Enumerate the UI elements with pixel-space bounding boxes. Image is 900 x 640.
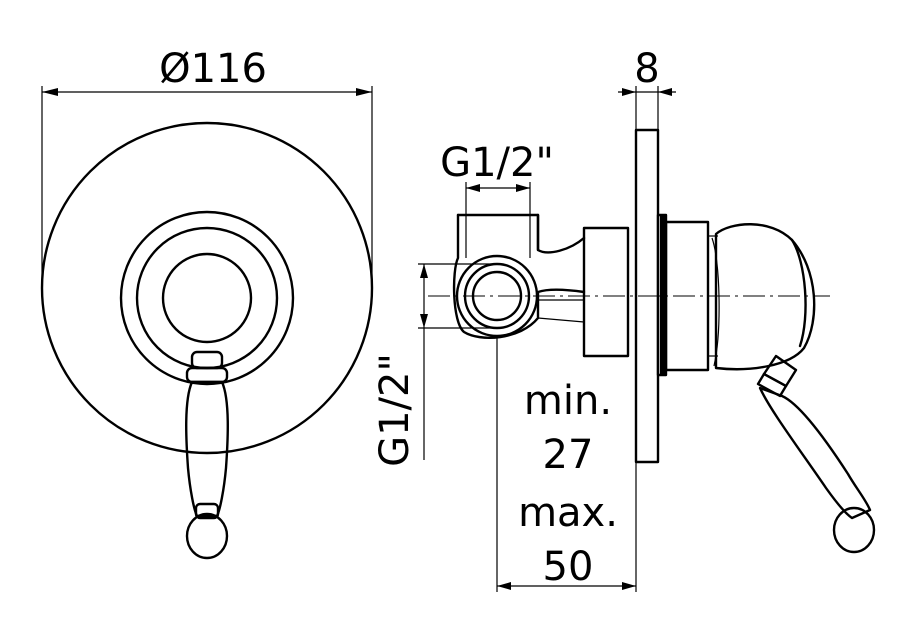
front-lever-handle xyxy=(185,350,229,560)
depth-min-label: min. xyxy=(524,378,612,424)
depth-max-value: 50 xyxy=(543,544,594,590)
thread-dimension-side: G1/2" xyxy=(372,263,497,467)
plate-thickness-dimension: 8 xyxy=(618,46,676,130)
diameter-dimension: Ø116 xyxy=(41,46,373,288)
mixer-body xyxy=(452,213,630,358)
thickness-label: 8 xyxy=(634,46,659,92)
escutcheon-ring-outer xyxy=(119,210,295,386)
diameter-label: Ø116 xyxy=(159,46,267,92)
escutcheon-ring-inner xyxy=(135,226,279,370)
thread-dimension-top: G1/2" xyxy=(440,140,554,215)
thread-label-top: G1/2" xyxy=(440,140,554,186)
side-view: G1/2" G1/2" 8 min. 27 xyxy=(372,46,876,592)
knob-dome xyxy=(711,223,816,371)
depth-max-label: max. xyxy=(518,490,618,536)
side-lever-handle xyxy=(756,354,876,554)
wall-plate-outline xyxy=(40,121,374,455)
knob-cap xyxy=(161,252,253,344)
front-view: Ø116 xyxy=(40,46,374,560)
collar xyxy=(656,213,718,377)
thread-label-side: G1/2" xyxy=(372,353,418,467)
installation-depth-dimension: min. 27 max. 50 xyxy=(496,336,637,592)
depth-min-value: 27 xyxy=(543,432,594,478)
